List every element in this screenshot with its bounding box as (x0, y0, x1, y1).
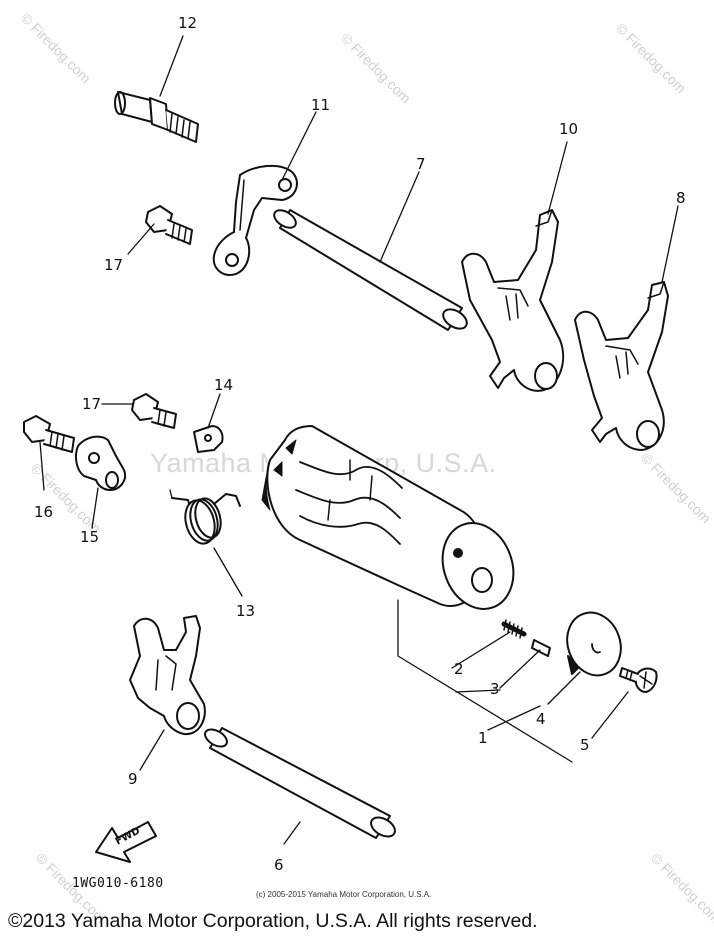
callout-17-upper: 17 (104, 256, 124, 274)
leader-lines (39, 35, 679, 845)
part-13-spring (171, 493, 241, 545)
callout-13: 13 (236, 602, 256, 620)
part-14-stopper (193, 425, 224, 453)
part-10-fork (461, 209, 565, 392)
callout-16: 16 (34, 503, 54, 521)
callout-7: 7 (416, 155, 426, 173)
callout-9: 9 (128, 770, 138, 788)
part-16-bolt (23, 415, 75, 453)
callout-15: 15 (80, 528, 100, 546)
callout-1: 1 (478, 729, 488, 747)
callout-14: 14 (214, 376, 234, 394)
callout-11: 11 (311, 96, 331, 114)
part-5-screw (619, 667, 658, 693)
small-copyright: (c) 2005-2015 Yamaha Motor Corporation, … (256, 890, 432, 899)
callout-17-middle: 17 (82, 395, 102, 413)
part-12-stud-bolt (114, 91, 199, 143)
fwd-arrow-icon (95, 821, 157, 863)
part-4-plate (566, 611, 622, 677)
part-7-shaft (273, 209, 468, 331)
part-6-shaft (204, 727, 396, 839)
callout-10: 10 (559, 120, 579, 138)
callout-6: 6 (274, 856, 284, 874)
callout-8: 8 (676, 189, 686, 207)
copyright-notice: ©2013 Yamaha Motor Corporation, U.S.A. A… (8, 910, 538, 932)
part-17-bolt-middle (131, 393, 177, 429)
part-15-segment (75, 435, 126, 491)
part-11-plate (212, 164, 298, 276)
part-9-fork (129, 615, 206, 736)
callout-3: 3 (490, 680, 500, 698)
diagram-part-code: 1WG010-6180 (72, 876, 164, 891)
part-3-pin (531, 639, 551, 657)
callout-12: 12 (178, 14, 198, 32)
part-8-fork (574, 281, 669, 451)
callout-2: 2 (454, 660, 464, 678)
part-1-shift-cam (261, 425, 515, 610)
callout-5: 5 (580, 736, 590, 754)
callout-4: 4 (536, 710, 546, 728)
part-2-spring (501, 619, 527, 639)
